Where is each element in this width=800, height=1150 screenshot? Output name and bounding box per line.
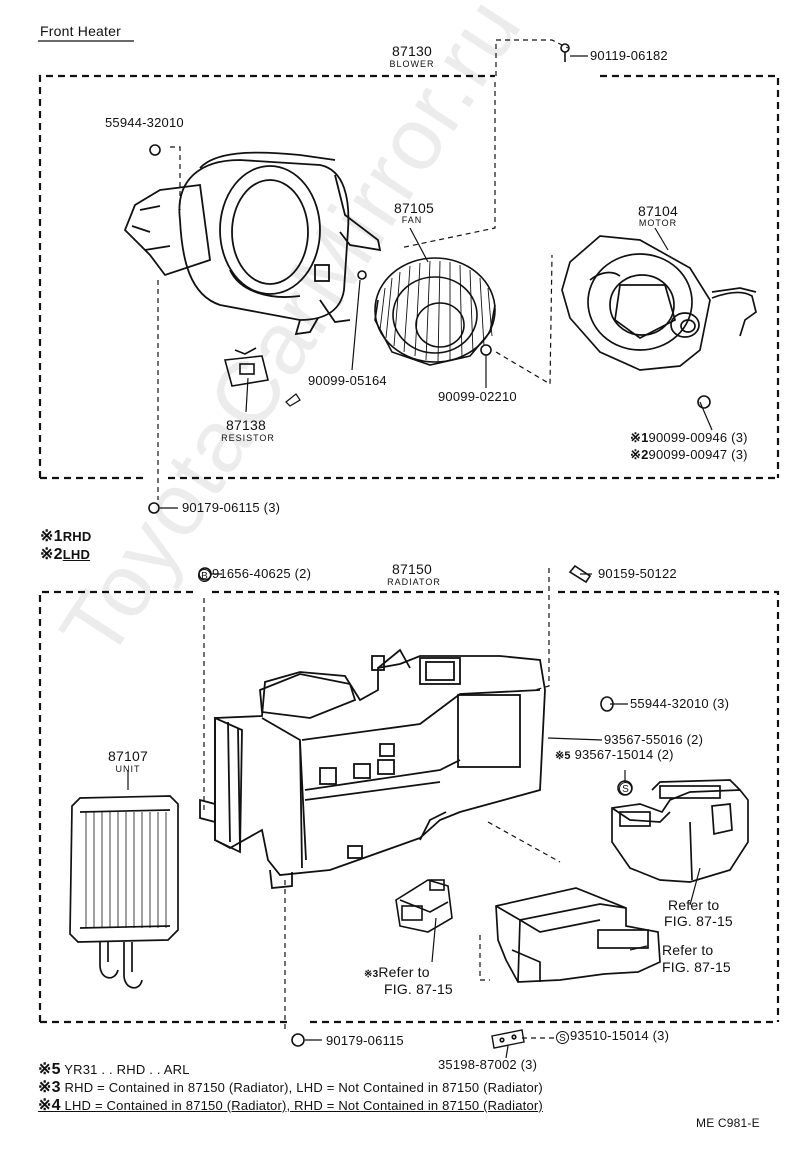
mark-3: ※3 bbox=[364, 969, 379, 980]
label-90099-05164: 90099-05164 bbox=[308, 373, 387, 388]
refer1-line1: Refer to bbox=[668, 897, 720, 913]
footnote-5-text: YR31 . . RHD . . ARL bbox=[64, 1062, 190, 1077]
symbol-s-grommet: S bbox=[619, 782, 633, 795]
page-title: Front Heater bbox=[40, 23, 121, 39]
note-rhd-text: RHD bbox=[62, 529, 92, 544]
label-90119-06182: 90119-06182 bbox=[590, 48, 668, 63]
label-motor-number: 87104 bbox=[638, 203, 678, 219]
screw-90099-00946-icon bbox=[697, 395, 711, 409]
label-blower-name: BLOWER bbox=[389, 59, 435, 69]
blower-housing bbox=[123, 151, 382, 336]
symbol-b: B bbox=[198, 569, 211, 582]
footnote-3-mark: ※3 bbox=[38, 1079, 61, 1096]
label-90099-00947-text: 90099-00947 (3) bbox=[648, 447, 748, 462]
mark-1: ※1 bbox=[630, 430, 649, 445]
label-90179-06115-bottom: 90179-06115 bbox=[326, 1033, 404, 1048]
label-90159-50122: 90159-50122 bbox=[598, 566, 677, 581]
label-90099-00946: ※190099-00946 (3) bbox=[630, 431, 748, 445]
label-fan-number: 87105 bbox=[394, 200, 434, 216]
footnote-5-mark: ※5 bbox=[38, 1061, 61, 1078]
label-90099-00947: ※290099-00947 (3) bbox=[630, 448, 748, 462]
nut-55944-icon bbox=[149, 144, 161, 156]
footnote-4-mark: ※4 bbox=[38, 1097, 61, 1114]
refer2-line2: FIG. 87-15 bbox=[662, 959, 731, 975]
label-91656-40625-text: 91656-40625 (2) bbox=[212, 566, 312, 581]
washer-90099-02210-icon bbox=[480, 344, 492, 356]
footnote-3-text: RHD = Contained in 87150 (Radiator), LHD… bbox=[64, 1080, 543, 1095]
note-lhd-mark: ※2 bbox=[40, 546, 63, 563]
label-resistor-number: 87138 bbox=[226, 417, 266, 433]
label-unit-number: 87107 bbox=[108, 748, 148, 764]
grommet-55944-icon bbox=[600, 696, 614, 712]
label-55944-32010-top: 55944-32010 bbox=[105, 115, 184, 130]
symbol-s: S bbox=[619, 782, 632, 795]
refer1-line2: FIG. 87-15 bbox=[664, 913, 733, 929]
air-duct-center bbox=[495, 887, 661, 983]
refer3-line2: FIG. 87-15 bbox=[384, 981, 453, 997]
label-93567-15014-text: 93567-15014 (2) bbox=[574, 747, 674, 762]
heater-radiator-case bbox=[199, 648, 546, 889]
refer3-line1-text: Refer to bbox=[378, 964, 430, 980]
label-radiator-number: 87150 bbox=[392, 561, 432, 577]
mark-2: ※2 bbox=[630, 447, 649, 462]
blower-motor bbox=[561, 235, 757, 371]
label-unit-name: UNIT bbox=[115, 764, 141, 774]
label-93567-55016: 93567-55016 (2) bbox=[604, 732, 704, 747]
label-90099-00946-text: 90099-00946 (3) bbox=[648, 430, 748, 445]
label-motor-name: MOTOR bbox=[638, 218, 678, 228]
label-radiator-name: RADIATOR bbox=[387, 577, 441, 587]
label-55944-32010-bottom: 55944-32010 (3) bbox=[630, 696, 730, 711]
label-fan-name: FAN bbox=[401, 215, 423, 225]
figure-code: ME C981-E bbox=[696, 1116, 760, 1130]
refer3-line1: ※3Refer to bbox=[364, 965, 430, 982]
refer2-line1: Refer to bbox=[662, 942, 714, 958]
note-rhd-mark: ※1 bbox=[40, 528, 63, 545]
note-rhd: ※1RHD bbox=[40, 528, 92, 545]
footnote-4: ※4 LHD = Contained in 87150 (Radiator), … bbox=[38, 1097, 543, 1114]
radiator-assembly-frame bbox=[38, 590, 780, 1024]
note-lhd-text: LHD bbox=[62, 547, 91, 562]
symbol-s-bracket: S bbox=[556, 1031, 569, 1044]
label-90179-06115-top: 90179-06115 (3) bbox=[182, 500, 281, 515]
label-35198-87002: 35198-87002 (3) bbox=[438, 1057, 538, 1072]
label-93567-15014: ※5 93567-15014 (2) bbox=[555, 748, 674, 763]
resistor bbox=[223, 347, 269, 387]
label-93510-15014-text: 93510-15014 (3) bbox=[570, 1028, 670, 1043]
mark-5: ※5 bbox=[555, 750, 571, 762]
blower-assembly-frame bbox=[38, 74, 780, 480]
air-duct-right bbox=[611, 779, 749, 883]
footnote-4-text: LHD = Contained in 87150 (Radiator), RHD… bbox=[64, 1098, 543, 1113]
label-resistor-name: RESISTOR bbox=[221, 433, 275, 443]
fan-wheel bbox=[374, 257, 496, 366]
label-90099-02210: 90099-02210 bbox=[438, 389, 517, 404]
control-module bbox=[395, 879, 453, 933]
note-lhd: ※2LHD bbox=[40, 546, 91, 563]
heater-core-unit bbox=[69, 795, 179, 989]
label-blower-number: 87130 bbox=[392, 43, 432, 59]
footnote-3: ※3 RHD = Contained in 87150 (Radiator), … bbox=[38, 1079, 543, 1096]
footnote-5: ※5 YR31 . . RHD . . ARL bbox=[38, 1061, 190, 1078]
